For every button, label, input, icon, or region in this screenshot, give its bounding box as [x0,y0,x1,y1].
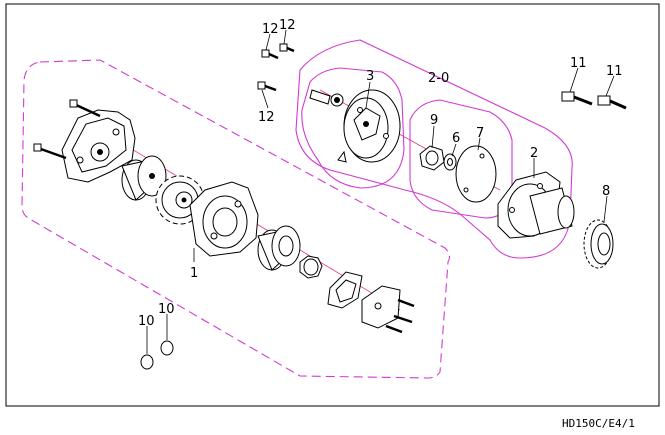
group-outline-1 [21,59,451,379]
callout-8: 8 [602,184,610,199]
callout-6: 6 [452,131,460,146]
callout-11-left: 11 [570,56,587,71]
drive-gear-part [583,219,614,269]
callout-10-right: 10 [158,302,175,317]
pump-body-part [189,181,259,257]
bolt-12-b-part [279,43,295,53]
callout-2-0: 2-0 [428,71,449,86]
bolt-12-a-part [261,49,279,60]
callout-10-left: 10 [138,314,155,329]
nut-part [419,145,445,171]
cotter-pin-part [337,150,347,163]
washer-part [443,153,457,171]
bearing-housing-part [497,171,575,239]
o-ring-10-left-part [140,354,154,370]
pump-cover-part [343,89,401,163]
leader-9 [431,125,435,149]
rotor-gear-part [299,255,323,279]
group-outline-2-0 [295,39,573,259]
relief-valve-part [309,89,344,107]
callout-7: 7 [476,126,484,141]
leader-3 [365,81,371,109]
leader-7 [477,137,481,151]
bolt-11-left-part [561,91,593,106]
leader-11b [605,75,615,97]
outer-rotor-part [257,225,301,271]
leader-12b [283,29,287,45]
callout-3: 3 [366,69,374,84]
leader-8 [603,195,608,223]
diagram-frame [5,3,660,407]
callout-2: 2 [530,146,538,161]
leader-11a [569,67,579,93]
callout-1: 1 [190,266,198,281]
gasket-ring-part [455,145,497,203]
bolt-11-right-part [597,95,627,110]
callout-12-c: 12 [258,110,275,125]
bolt-12-c-part [257,81,277,92]
housing-bolt-upper [69,99,101,118]
housing-bolt-lower [33,143,67,160]
group-outline-3 [301,67,405,189]
callout-12-a: 12 [262,22,279,37]
callout-12-b: 12 [279,18,296,33]
diagram-code: HD150C/E4/1 [562,417,635,430]
o-ring-10-right-part [160,340,174,356]
leader-12a [265,33,271,51]
inner-rotor-part [121,155,167,201]
leader-6 [451,143,457,157]
callout-9: 9 [430,113,438,128]
pump-housing-part [61,109,136,183]
gasket-plate-part [327,271,363,309]
callout-11-right: 11 [606,64,623,79]
leader-12c [261,89,269,109]
cover-plate-part [361,285,415,334]
